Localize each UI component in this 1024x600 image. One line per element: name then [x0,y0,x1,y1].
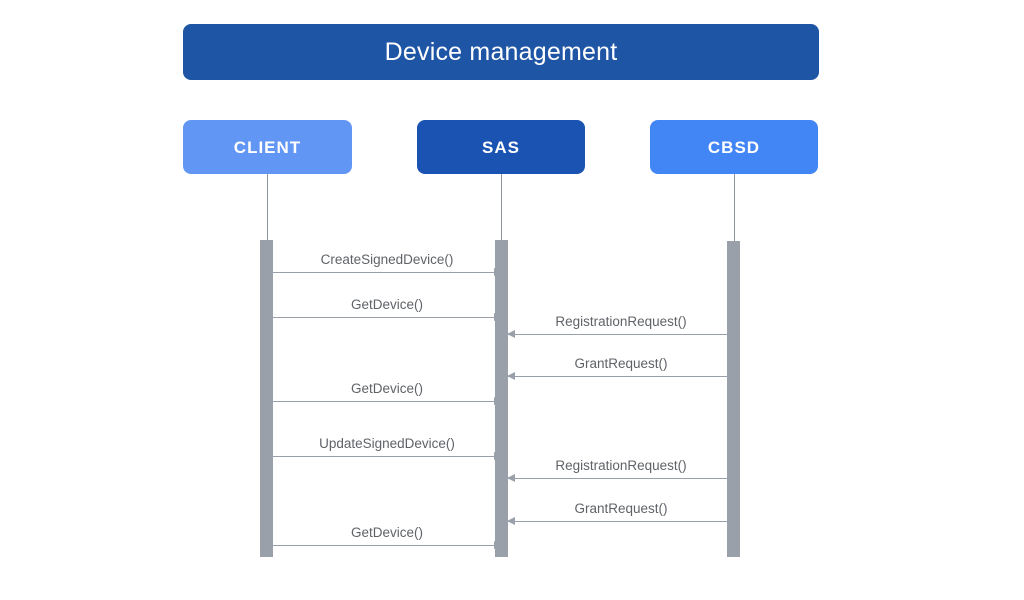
message-label: GrantRequest() [574,355,668,371]
message-line [508,521,734,522]
participant-label-sas: SAS [482,137,520,157]
diagram-title-banner: Device management [183,24,819,80]
activation-bar-client [260,240,273,557]
message-label: GetDevice() [350,296,423,312]
arrow-head-right-icon [494,313,502,321]
message-label: RegistrationRequest() [555,313,687,329]
message-line [273,545,501,546]
arrow-head-right-icon [494,541,502,549]
diagram-title-text: Device management [384,37,618,66]
message-line [508,376,734,377]
message-label: RegistrationRequest() [555,457,687,473]
message-label: GrantRequest() [574,500,668,516]
participant-box-cbsd[interactable]: CBSD [650,120,818,174]
arrow-head-left-icon [507,517,515,525]
message-label: GetDevice() [350,380,423,396]
arrow-head-left-icon [507,330,515,338]
participant-box-sas[interactable]: SAS [417,120,585,174]
message-line [273,456,501,457]
arrow-head-left-icon [507,372,515,380]
message-line [508,478,734,479]
message-label: GetDevice() [350,524,423,540]
message-line [273,272,501,273]
message-line [273,317,501,318]
arrow-head-right-icon [494,268,502,276]
arrow-head-right-icon [494,452,502,460]
participant-box-client[interactable]: CLIENT [183,120,352,174]
message-line [508,334,734,335]
participant-label-client: CLIENT [233,137,302,157]
message-line [273,401,501,402]
message-label: CreateSignedDevice() [320,251,454,267]
participant-label-cbsd: CBSD [707,137,761,157]
message-label: UpdateSignedDevice() [319,435,455,451]
arrow-head-left-icon [507,474,515,482]
arrow-head-right-icon [494,397,502,405]
